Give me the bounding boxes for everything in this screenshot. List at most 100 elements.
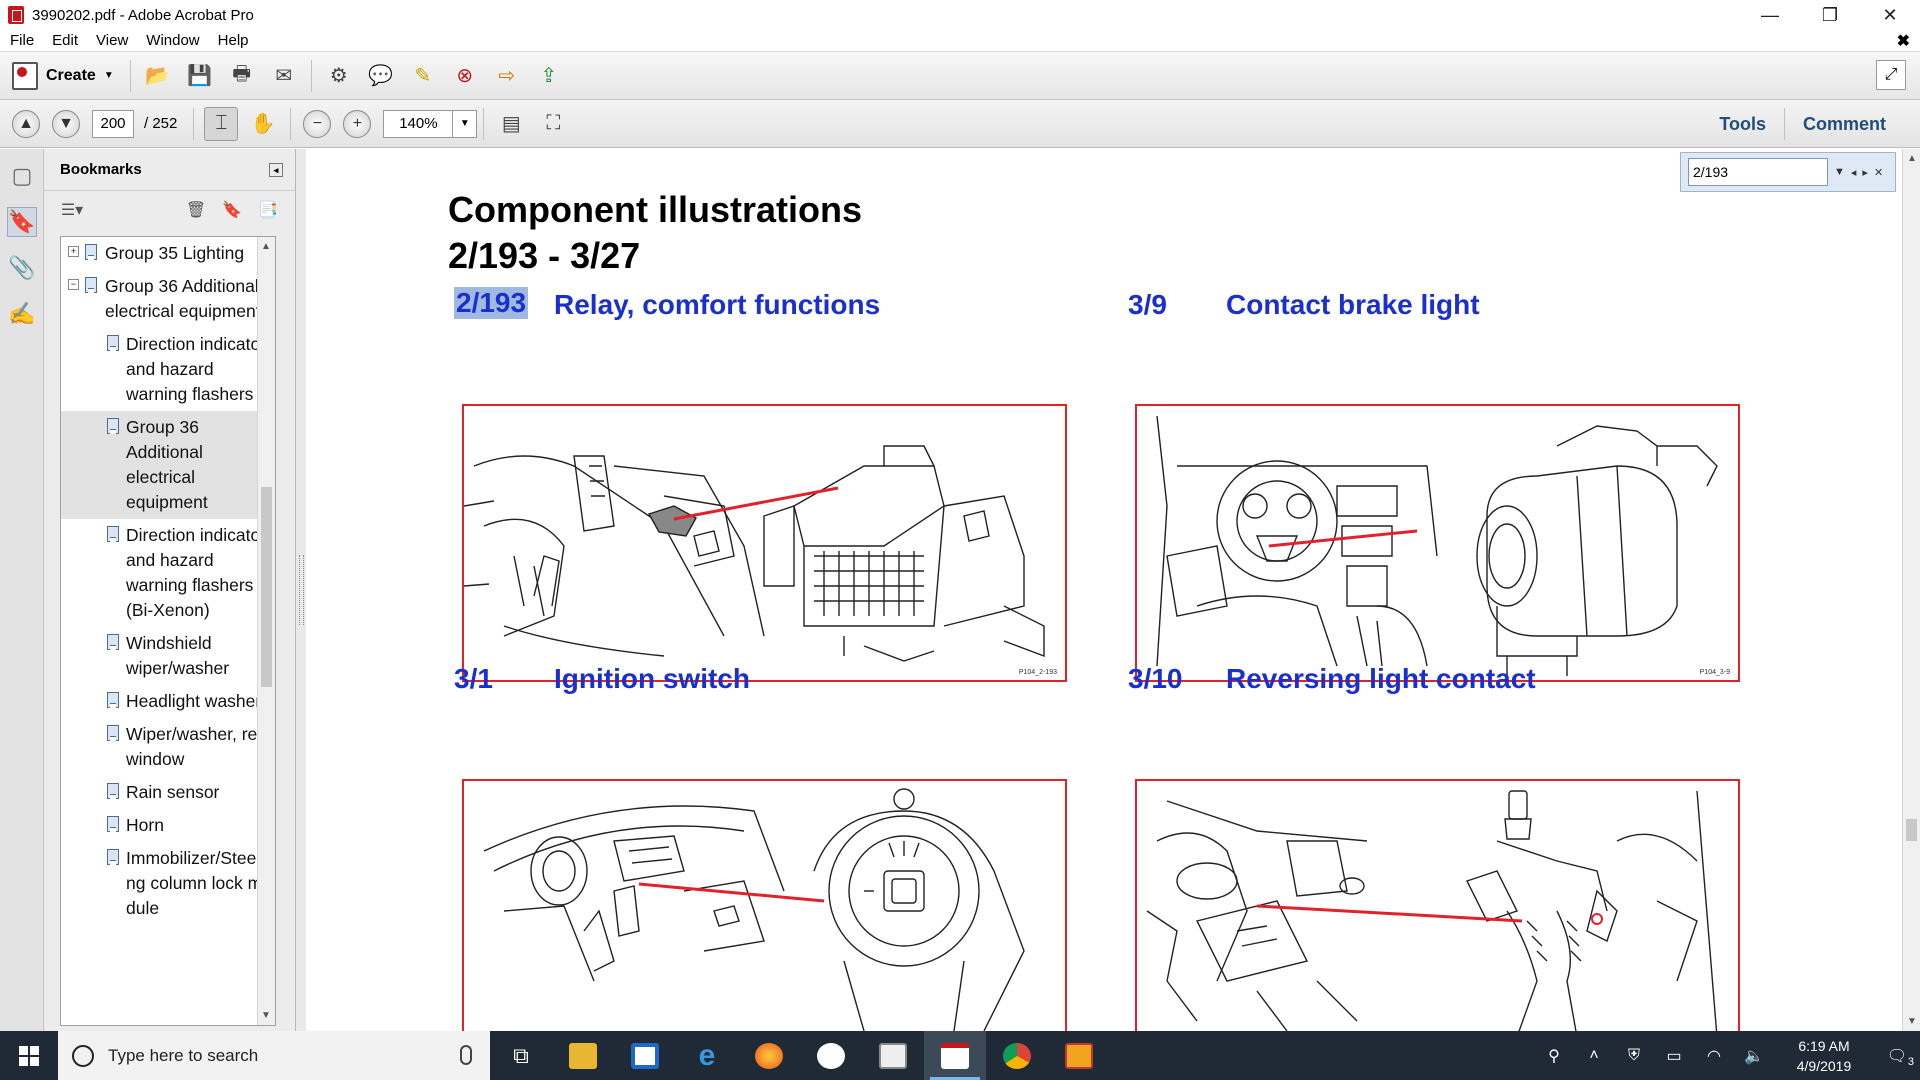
taskbar-search[interactable]: Type here to search [58, 1031, 490, 1080]
highlight-button[interactable]: ✎ [406, 59, 440, 93]
pdf-app-icon [8, 6, 24, 24]
find-next-button[interactable]: ▸ [1862, 166, 1868, 179]
scroll-down-icon[interactable]: ▼ [1907, 1016, 1917, 1027]
page-number-input[interactable]: 200 [92, 109, 134, 138]
bookmark-item[interactable]: Wiper/washer, rear window [61, 718, 275, 776]
taskbar-clock[interactable]: 6:19 AM 4/9/2019 [1774, 1036, 1874, 1076]
chevron-down-icon[interactable]: ▼ [453, 109, 478, 138]
bookmark-item[interactable]: − Group 36 Additional electrical equipme… [61, 270, 275, 328]
menu-view[interactable]: View [96, 32, 129, 49]
scroll-down-icon[interactable]: ▼ [261, 1010, 271, 1021]
scroll-up-icon[interactable]: ▲ [261, 241, 271, 252]
print-button[interactable]: 🖶 [225, 59, 259, 93]
firefox-app[interactable] [738, 1031, 800, 1080]
file-explorer-app[interactable] [552, 1031, 614, 1080]
scrollbar-thumb[interactable] [1906, 819, 1917, 841]
bookmark-item[interactable]: + Group 35 Lighting [61, 237, 275, 270]
bookmark-item[interactable]: Windshield wiper/washer [61, 627, 275, 685]
bookmark-item[interactable]: Direction indicators and hazard warning … [61, 519, 275, 627]
find-close-button[interactable]: ✕ [1873, 166, 1884, 179]
chevron-up-icon[interactable]: ˄ [1589, 1046, 1599, 1064]
select-tool-button[interactable]: ⌶ [204, 106, 239, 141]
close-document-button[interactable]: ✖ [1896, 33, 1910, 50]
plus-icon: + [352, 114, 363, 132]
microphone-icon[interactable] [460, 1045, 472, 1065]
acrobat-app[interactable] [924, 1031, 986, 1080]
menu-edit[interactable]: Edit [52, 32, 79, 49]
task-view-icon: ⧉ [513, 1042, 529, 1068]
bookmarks-button[interactable]: 🔖 [7, 207, 37, 237]
scroll-up-icon[interactable]: ▲ [1907, 153, 1917, 164]
email-button[interactable]: ✉ [267, 59, 301, 93]
document-view[interactable]: Component illustrations 2/193 - 3/27 2/1… [306, 149, 1902, 1031]
comment-pane-button[interactable]: Comment [1802, 113, 1886, 134]
outlook-app[interactable] [800, 1031, 862, 1080]
restore-button[interactable]: ❐ [1821, 4, 1839, 25]
bookmarks-tree[interactable]: + Group 35 Lighting − Group 36 Additiona… [60, 236, 276, 1026]
comment-note-button[interactable]: 💬 [364, 59, 398, 93]
bookmarks-scrollbar[interactable]: ▲ ▼ [257, 237, 275, 1025]
zoom-select[interactable]: 140% ▼ [383, 109, 478, 138]
expand-icon[interactable]: + [68, 246, 79, 257]
snipping-app[interactable] [862, 1031, 924, 1080]
bookmark-item[interactable]: Direction indicators and hazard warning … [61, 328, 275, 411]
open-folder-button[interactable]: 📂 [141, 59, 175, 93]
zoom-in-button[interactable]: + [343, 109, 372, 138]
tools-pane-button[interactable]: Tools [1719, 113, 1766, 134]
zoom-out-button[interactable]: − [303, 109, 332, 138]
collapse-icon[interactable]: − [68, 279, 79, 290]
previous-page-button[interactable]: ▲ [12, 109, 40, 138]
find-input[interactable]: 2/193 [1688, 158, 1828, 186]
page-thumbnails-button[interactable]: ▢ [7, 161, 37, 191]
scrollbar-thumb[interactable] [261, 487, 272, 687]
illustration-ignition-switch [462, 779, 1067, 1031]
document-scrollbar[interactable]: ▲ ▼ [1902, 149, 1920, 1031]
close-window-button[interactable]: ✕ [1882, 4, 1898, 25]
full-screen-button[interactable]: ⤢ [1876, 60, 1906, 90]
signatures-button[interactable]: ✍ [7, 299, 37, 329]
attachments-button[interactable]: 📎 [7, 253, 37, 283]
wifi-icon[interactable]: ◠ [1707, 1047, 1721, 1065]
chrome-app[interactable] [986, 1031, 1048, 1080]
pinned-app[interactable] [1048, 1031, 1110, 1080]
action-center-button[interactable]: 🗨 3 [1874, 1046, 1920, 1068]
options-menu-button[interactable]: ☰▾ [58, 198, 86, 222]
bookmark-item[interactable]: Headlight washer [61, 685, 275, 718]
zoom-value[interactable]: 140% [383, 109, 454, 138]
expand-bookmark-button[interactable]: 📑 [254, 198, 282, 222]
panel-splitter[interactable] [296, 149, 306, 1031]
security-icon[interactable]: ⛨ [1627, 1046, 1640, 1064]
save-button[interactable]: 💾 [183, 59, 217, 93]
hand-tool-button[interactable]: ✋ [246, 107, 280, 141]
store-app[interactable] [614, 1031, 676, 1080]
delete-bookmark-button[interactable]: 🗑 [182, 198, 210, 222]
menu-window[interactable]: Window [146, 32, 200, 49]
find-previous-button[interactable]: ◂ [1850, 166, 1857, 179]
task-pane-links: Tools Comment [1701, 100, 1904, 148]
bookmark-item[interactable]: Horn [61, 809, 275, 842]
edge-app[interactable]: e [676, 1031, 738, 1080]
task-view-button[interactable]: ⧉ [490, 1031, 552, 1080]
fit-width-button[interactable]: ⛶ [536, 107, 570, 141]
redact-button[interactable]: ⊗ [448, 59, 482, 93]
find-options-dropdown[interactable]: ▼ [1834, 166, 1845, 178]
collapse-panel-button[interactable]: ◂ [269, 163, 283, 177]
next-page-button[interactable]: ▼ [52, 109, 80, 138]
fit-page-button[interactable]: ▤ [494, 107, 528, 141]
share-button[interactable]: ⇪ [532, 59, 566, 93]
export-button[interactable]: ⇨ [490, 59, 524, 93]
menu-help[interactable]: Help [217, 32, 249, 49]
battery-icon[interactable]: ▭ [1666, 1047, 1682, 1065]
volume-icon[interactable]: 🔈 [1744, 1047, 1764, 1065]
people-icon[interactable]: ⚲ [1548, 1047, 1560, 1065]
menu-file[interactable]: File [10, 32, 35, 49]
settings-button[interactable]: ⚙ [322, 59, 356, 93]
new-bookmark-button[interactable]: 🔖 [218, 198, 246, 222]
bookmark-item[interactable]: Rain sensor [61, 776, 275, 809]
start-button[interactable] [0, 1031, 58, 1080]
redact-page-icon: ⊗ [456, 65, 474, 87]
bookmark-item[interactable]: Immobilizer/Steering column lock module [61, 842, 275, 925]
bookmark-item-selected[interactable]: Group 36 Additional electrical equipment [61, 411, 275, 519]
create-button[interactable]: Create ▼ [12, 61, 114, 90]
minimize-button[interactable]: — [1761, 4, 1779, 25]
